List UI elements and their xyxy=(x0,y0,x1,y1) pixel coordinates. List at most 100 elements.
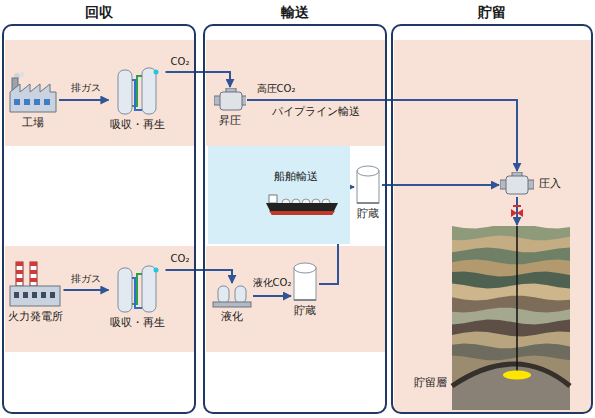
factory-building xyxy=(10,84,56,112)
rock-layer xyxy=(452,236,570,410)
chimney-stripe xyxy=(30,278,37,282)
panel-heading: 貯留 xyxy=(393,3,591,21)
node-label: 吸収・再生 xyxy=(110,118,165,132)
equipment-node: 貯蔵 xyxy=(355,165,381,221)
flow-label: CO₂ xyxy=(171,56,190,68)
pipe xyxy=(132,80,142,110)
flow-label: CO₂ xyxy=(171,253,190,265)
equipment-node: 火力発電所 xyxy=(8,260,63,324)
flow-arrow xyxy=(166,270,233,283)
rock-layer xyxy=(452,320,570,410)
smoke xyxy=(20,72,25,77)
node-label: 工場 xyxy=(22,116,44,130)
tank-base xyxy=(357,202,379,204)
flow-arrow xyxy=(59,99,109,101)
node-label: 圧入 xyxy=(539,177,561,191)
liquefier-base xyxy=(213,302,251,307)
rock-layer xyxy=(452,296,570,410)
liq-icon xyxy=(212,284,252,308)
valve-handle xyxy=(513,205,521,207)
panel-heading: 回収 xyxy=(4,3,194,21)
tank-icon xyxy=(292,262,318,302)
node-label: 貯留層 xyxy=(414,376,447,390)
power-icon xyxy=(8,260,62,308)
compressor-body xyxy=(506,176,528,194)
reservoir-box: 貯留層 xyxy=(412,226,572,410)
window xyxy=(41,292,46,298)
rock-layer xyxy=(452,226,570,410)
equipment-node: 吸収・再生 xyxy=(110,262,165,330)
outlet xyxy=(154,70,159,75)
rock-layer xyxy=(452,356,570,411)
compressor-body xyxy=(220,92,242,110)
liquefier-vessel xyxy=(218,286,229,303)
ship-bridge xyxy=(269,195,277,203)
equipment-node: 吸収・再生 xyxy=(110,64,165,132)
equipment-node: 貯蔵 xyxy=(292,262,318,318)
absorber-icon xyxy=(114,64,160,116)
flow-arrow xyxy=(382,184,499,186)
window xyxy=(24,99,30,105)
rock-layer xyxy=(452,284,570,410)
peach-band xyxy=(394,40,591,412)
equipment-node: 昇圧 xyxy=(214,88,246,128)
node-label: 昇圧 xyxy=(219,114,241,128)
cap-rock xyxy=(452,364,570,386)
well xyxy=(516,226,518,374)
comp-icon xyxy=(500,172,534,196)
window xyxy=(34,99,40,105)
equipment-node: 液化 xyxy=(212,284,252,324)
plant-building xyxy=(10,286,60,306)
pipe xyxy=(132,278,142,308)
peach-band xyxy=(206,40,385,146)
chimney xyxy=(30,262,37,286)
window xyxy=(44,99,50,105)
equipment-node: 工場 xyxy=(8,72,58,130)
chimney-stripe xyxy=(30,270,37,274)
tower xyxy=(142,68,156,114)
flow-arrow xyxy=(64,289,109,291)
absorber-icon xyxy=(114,262,160,314)
factory-icon xyxy=(8,72,58,114)
node-label: 貯蔵 xyxy=(357,207,379,221)
peach-band xyxy=(206,246,385,352)
tower xyxy=(142,266,156,312)
stored-co2 xyxy=(503,371,531,380)
flow-label: 高圧CO₂ xyxy=(257,83,296,95)
peach-band xyxy=(5,40,194,146)
flow-arrow xyxy=(166,72,231,87)
node-label: 吸収・再生 xyxy=(110,316,165,330)
stage-panel: 貯留圧入貯留層 xyxy=(391,24,593,414)
tank-top xyxy=(357,166,379,176)
rock-layer xyxy=(452,272,570,410)
route-label: パイプライン輸送 xyxy=(272,105,360,119)
node-label: 火力発電所 xyxy=(8,310,63,324)
ship-hull xyxy=(266,203,338,215)
rock-layer xyxy=(452,344,570,410)
comp-icon xyxy=(214,88,246,112)
ship-icon xyxy=(266,194,338,216)
peach-band xyxy=(5,246,194,352)
panel-heading: 輸送 xyxy=(205,3,385,21)
outlet xyxy=(154,268,159,273)
tower xyxy=(118,268,132,312)
stage-panel: 輸送昇圧船舶輸送貯蔵液化貯蔵 xyxy=(203,24,387,414)
flow-label: 排ガス xyxy=(71,82,101,94)
flow-arrow xyxy=(253,295,291,297)
tank-base xyxy=(294,299,316,301)
chimney-stripe xyxy=(16,278,23,282)
chimney-stripe xyxy=(16,262,23,266)
tower xyxy=(118,70,132,114)
window xyxy=(14,292,19,298)
window xyxy=(23,292,28,298)
node-label: 液化 xyxy=(221,310,243,324)
chimney-stripe xyxy=(30,262,37,266)
flow-label: 液化CO₂ xyxy=(253,277,292,289)
tank-icon xyxy=(355,165,381,205)
rock-layer xyxy=(452,308,570,410)
chimney-stripe xyxy=(16,270,23,274)
liquefier-vessel xyxy=(235,286,246,303)
node-label: 貯蔵 xyxy=(294,304,316,318)
transport-band: 船舶輸送 xyxy=(208,146,350,244)
